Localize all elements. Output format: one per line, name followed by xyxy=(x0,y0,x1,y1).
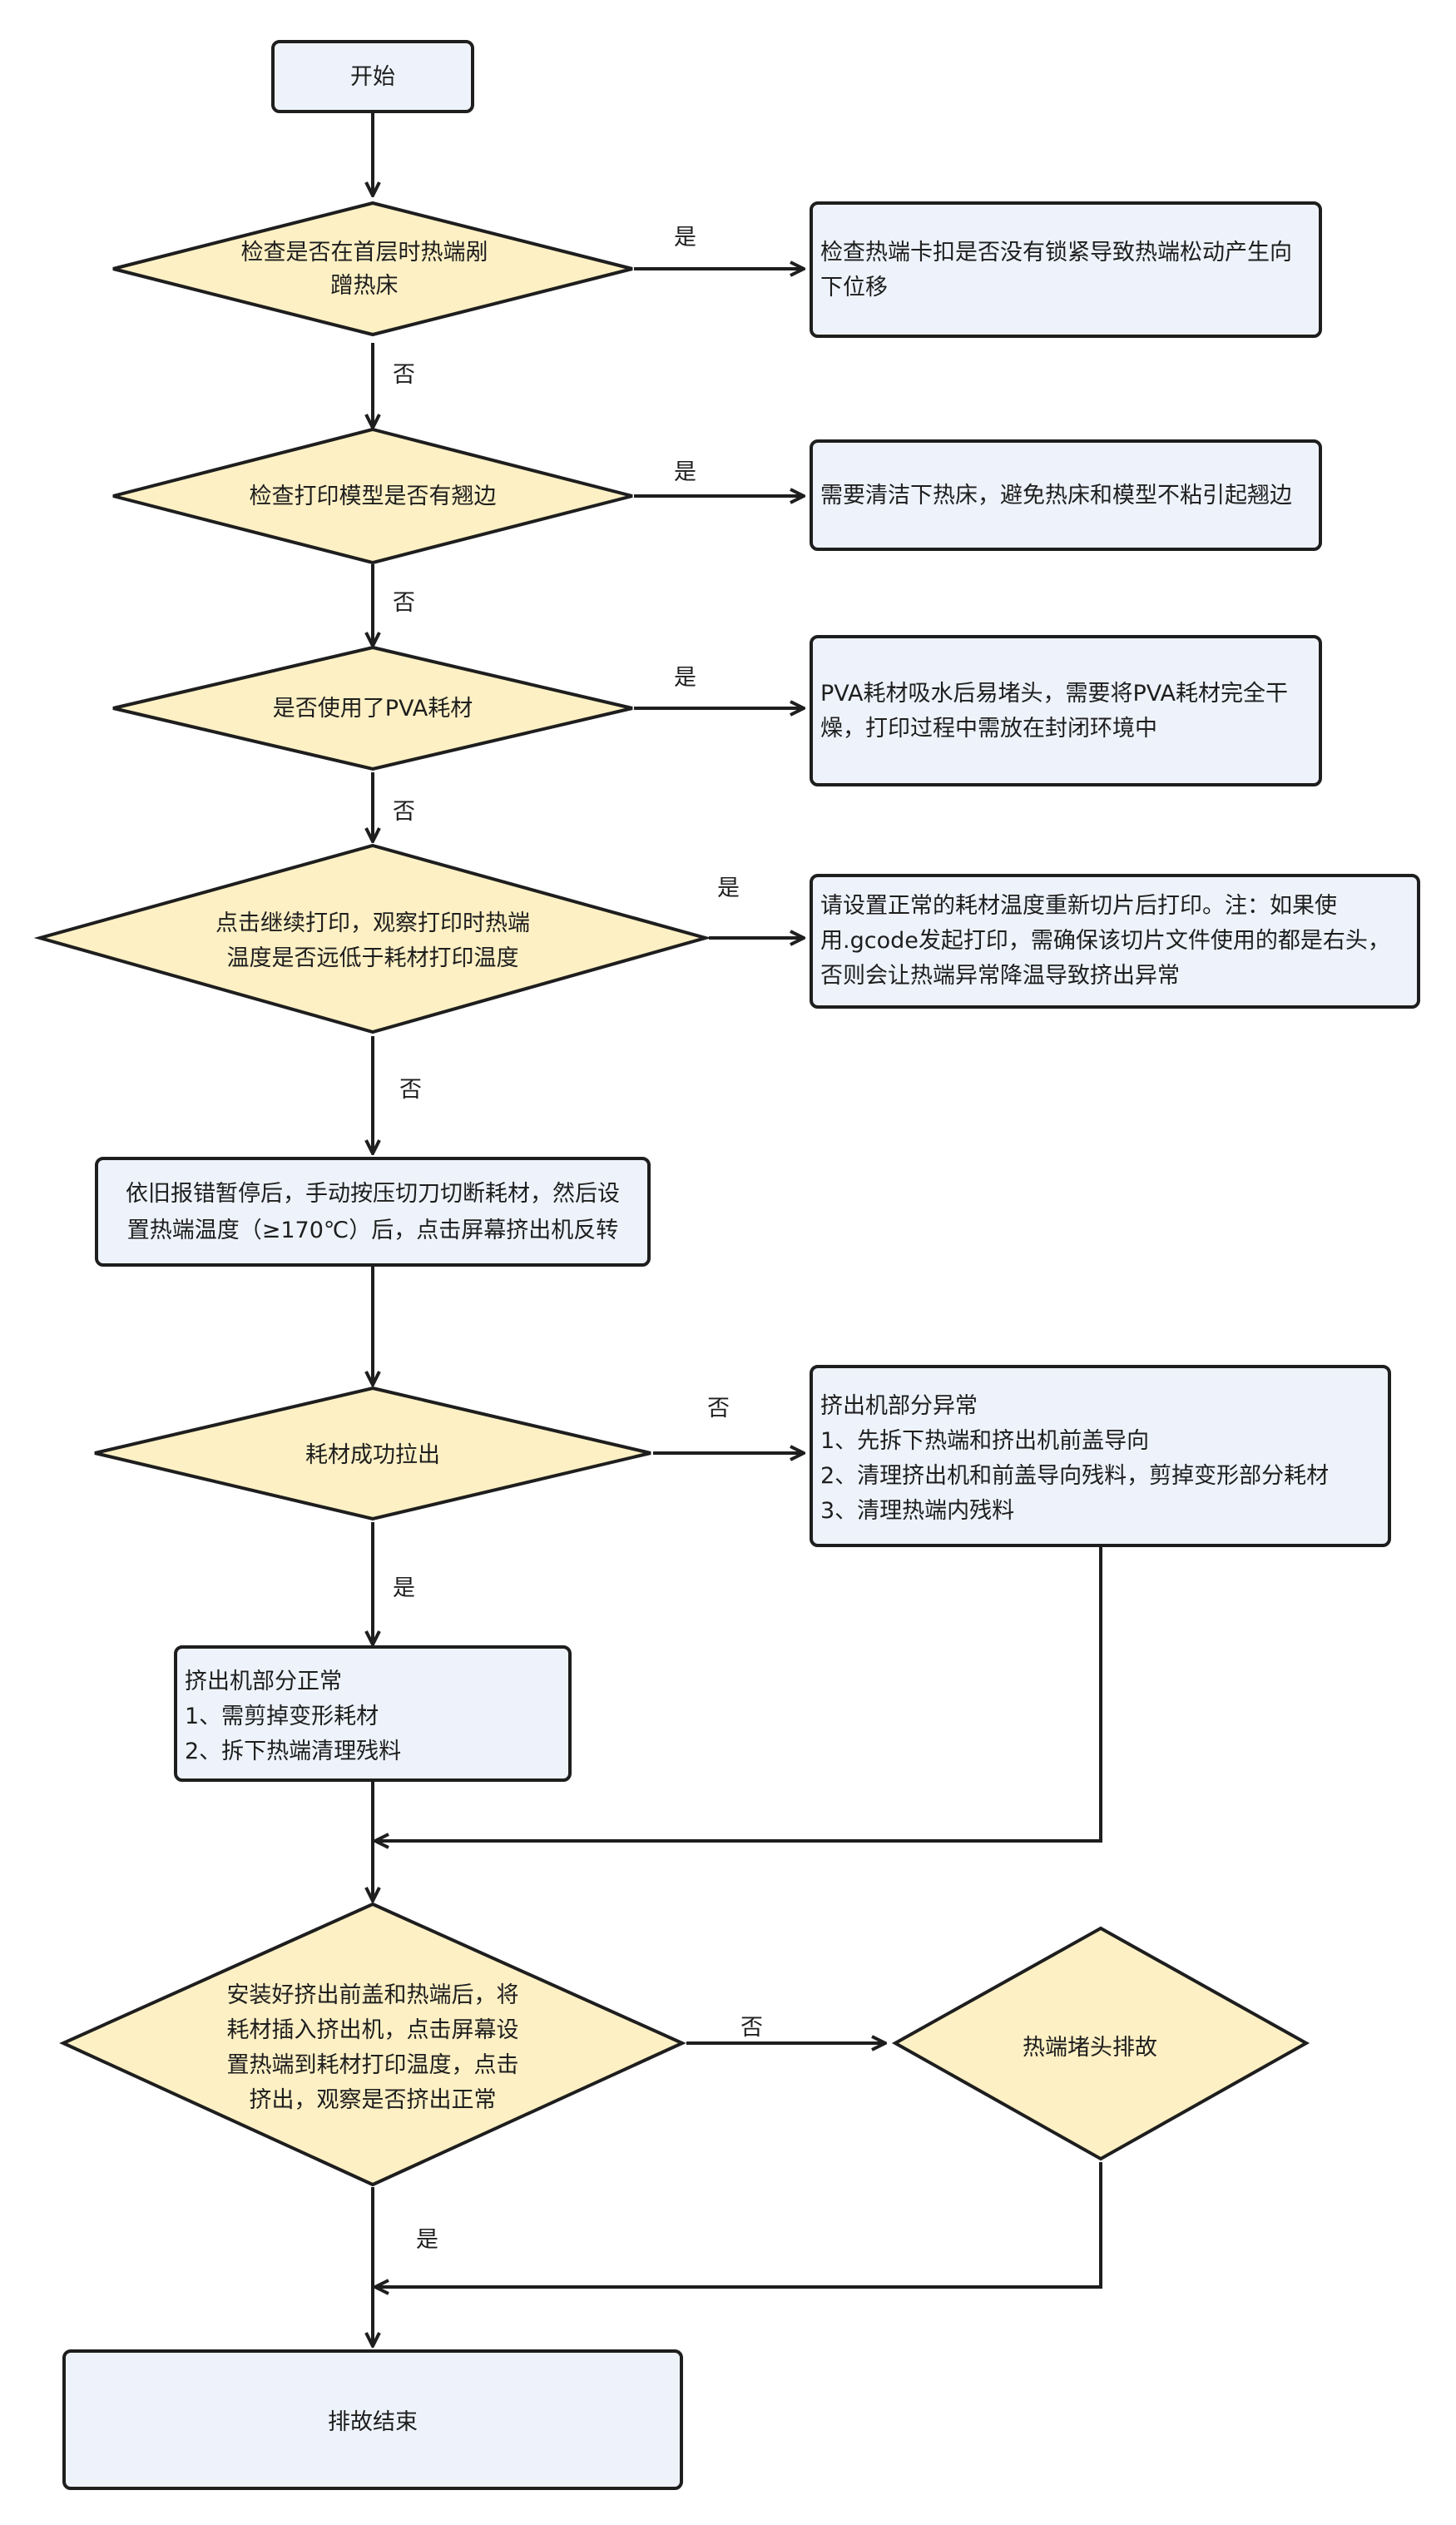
q6-line-3: 置热端到耗材打印温度，点击 xyxy=(227,2052,519,2078)
node-a5: 挤出机部分异常 1、先拆下热端和挤出机前盖导向 2、清理挤出机和前盖导向残料，剪掉变… xyxy=(810,1365,1391,1547)
edge-label-q2-no: 否 xyxy=(393,590,415,616)
node-a2-label: 需要清洁下热床，避免热床和模型不粘引起翘边 xyxy=(820,483,1292,508)
decision-q4-label: 点击继续打印，观察打印时热端温度是否远低于耗材打印温度 xyxy=(215,910,530,971)
decision-q3-label: 是否使用了PVA耗材 xyxy=(273,696,473,722)
q6-line-2: 耗材插入挤出机，点击屏幕设 xyxy=(227,2017,519,2043)
a2-line-1: 需要清洁下热床，避免热床和模型不粘引起翘边 xyxy=(820,483,1292,508)
node-start-label: 开始 xyxy=(350,64,395,90)
decision-q4: 点击继续打印，观察打印时热端温度是否远低于耗材打印温度 xyxy=(33,843,712,1034)
q6-line-1: 安装好挤出前盖和热端后，将 xyxy=(227,1982,519,2008)
decision-a6: 热端堵头排故 xyxy=(891,1926,1310,2161)
a5-line-2: 1、先拆下热端和挤出机前盖导向 xyxy=(820,1428,1149,1454)
edge-label-q1-no: 否 xyxy=(393,362,415,388)
q2-line-1: 检查打印模型是否有翘边 xyxy=(250,484,497,509)
decision-q2-label: 检查打印模型是否有翘边 xyxy=(250,484,497,509)
a5-line-4: 3、清理热端内残料 xyxy=(820,1498,1014,1524)
start-line-1: 开始 xyxy=(350,64,395,90)
decision-q5-label: 耗材成功拉出 xyxy=(305,1442,440,1468)
decision-q1: 检查是否在首层时热端剐蹭热床 xyxy=(112,201,633,337)
b5-line-2: 1、需剪掉变形耗材 xyxy=(185,1704,379,1729)
edge-label-q3-no: 否 xyxy=(393,799,415,825)
q4-line-1: 点击继续打印，观察打印时热端 xyxy=(215,910,530,936)
node-a4-label: 请设置正常的耗材温度重新切片后打印。注：如果使用.gcode发起打印，需确保该切… xyxy=(820,893,1390,989)
node-a5-label: 挤出机部分异常 1、先拆下热端和挤出机前盖导向 2、清理挤出机和前盖导向残料，剪掉变… xyxy=(820,1393,1329,1524)
node-a3-label: PVA耗材吸水后易堵头，需要将PVA耗材完全干燥，打印过程中需放在封闭环境中 xyxy=(820,681,1288,742)
edge-label-q5-yes: 是 xyxy=(393,1575,415,1601)
node-a1-label: 检查热端卡扣是否没有锁紧导致热端松动产生向下位移 xyxy=(820,240,1292,300)
decision-q5: 耗材成功拉出 xyxy=(94,1386,651,1521)
edge-label-q2-yes: 是 xyxy=(674,459,696,485)
edges xyxy=(373,113,1102,2345)
node-a2: 需要清洁下热床，避免热床和模型不粘引起翘边 xyxy=(810,439,1322,551)
q6-line-4: 挤出，观察是否挤出正常 xyxy=(250,2087,497,2113)
decision-q1-label: 检查是否在首层时热端剐蹭热床 xyxy=(241,240,488,299)
node-a4: 请设置正常的耗材温度重新切片后打印。注：如果使用.gcode发起打印，需确保该切… xyxy=(810,874,1420,1009)
p1-line-1: 依旧报错暂停后，手动按压切刀切断耗材，然后设 xyxy=(126,1181,620,1207)
edge-label-q1-yes: 是 xyxy=(674,225,696,251)
a1-line-2: 下位移 xyxy=(820,275,888,300)
edge-label-q4-yes: 是 xyxy=(717,876,740,901)
node-a1: 检查热端卡扣是否没有锁紧导致热端松动产生向下位移 xyxy=(810,201,1322,338)
a6-line-1: 热端堵头排故 xyxy=(1023,2035,1157,2061)
a1-line-1: 检查热端卡扣是否没有锁紧导致热端松动产生向 xyxy=(820,240,1292,265)
a4-line-1: 请设置正常的耗材温度重新切片后打印。注：如果使 xyxy=(820,893,1337,919)
a4-line-2: 用.gcode发起打印，需确保该切片文件使用的都是右头， xyxy=(820,928,1390,954)
q1-line-1: 检查是否在首层时热端剐 xyxy=(241,240,488,265)
a5-line-1: 挤出机部分异常 xyxy=(820,1393,978,1419)
node-a3: PVA耗材吸水后易堵头，需要将PVA耗材完全干燥，打印过程中需放在封闭环境中 xyxy=(810,635,1322,786)
a5-line-3: 2、清理挤出机和前盖导向残料，剪掉变形部分耗材 xyxy=(820,1463,1329,1489)
end-line-1: 排故结束 xyxy=(328,2409,418,2435)
a4-line-3: 否则会让热端异常降温导致挤出异常 xyxy=(820,963,1180,989)
edge-label-q6-no: 否 xyxy=(740,2015,763,2041)
edge-label-q5-no: 否 xyxy=(707,1396,730,1421)
edge-a5-merge xyxy=(376,1546,1102,1841)
node-end-label: 排故结束 xyxy=(328,2409,418,2435)
decision-q6: 安装好挤出前盖和热端后，将耗材插入挤出机，点击屏幕设置热端到耗材打印温度，点击挤… xyxy=(59,1902,686,2187)
node-b5: 挤出机部分正常 1、需剪掉变形耗材 2、拆下热端清理残料 xyxy=(174,1645,572,1782)
q4-line-2: 温度是否远低于耗材打印温度 xyxy=(227,945,519,971)
decision-q6-label: 安装好挤出前盖和热端后，将耗材插入挤出机，点击屏幕设置热端到耗材打印温度，点击挤… xyxy=(227,1982,519,2113)
b5-line-3: 2、拆下热端清理残料 xyxy=(185,1739,401,1764)
a3-line-2: 燥，打印过程中需放在封闭环境中 xyxy=(820,716,1157,742)
edge-label-q3-yes: 是 xyxy=(674,665,696,691)
edge-a6-merge xyxy=(376,2162,1102,2287)
node-b5-label: 挤出机部分正常 1、需剪掉变形耗材 2、拆下热端清理残料 xyxy=(185,1669,401,1764)
edge-label-q4-no: 否 xyxy=(399,1077,422,1103)
p1-line-2: 置热端温度（≥170℃）后，点击屏幕挤出机反转 xyxy=(127,1218,618,1243)
a3-line-1: PVA耗材吸水后易堵头，需要将PVA耗材完全干 xyxy=(820,681,1288,707)
edge-labels: 是 否 是 否 是 否 是 否 否 是 否 是 xyxy=(393,225,763,2253)
b5-line-1: 挤出机部分正常 xyxy=(185,1669,342,1694)
q5-line-1: 耗材成功拉出 xyxy=(305,1442,440,1468)
node-p1: 依旧报错暂停后，手动按压切刀切断耗材，然后设置热端温度（≥170℃）后，点击屏幕… xyxy=(95,1157,651,1267)
q3-line-1: 是否使用了PVA耗材 xyxy=(273,696,473,722)
decision-a6-label: 热端堵头排故 xyxy=(1023,2035,1157,2061)
node-end: 排故结束 xyxy=(62,2349,683,2490)
q1-line-2: 蹭热床 xyxy=(331,273,399,299)
decision-q3: 是否使用了PVA耗材 xyxy=(112,645,633,771)
edge-label-q6-yes: 是 xyxy=(416,2227,438,2253)
decision-q2: 检查打印模型是否有翘边 xyxy=(112,427,633,565)
node-start: 开始 xyxy=(271,40,474,113)
node-p1-label: 依旧报错暂停后，手动按压切刀切断耗材，然后设置热端温度（≥170℃）后，点击屏幕… xyxy=(126,1181,620,1243)
